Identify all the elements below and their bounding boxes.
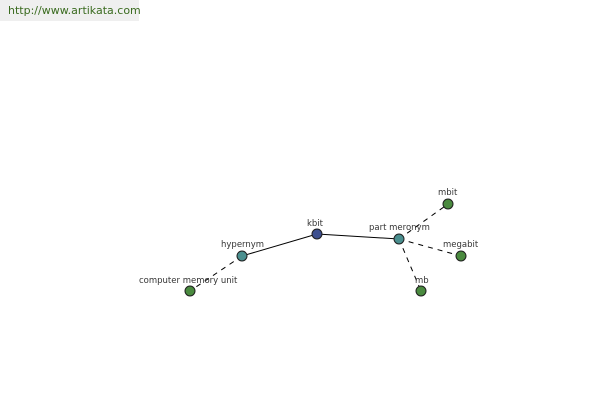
node-megabit[interactable] xyxy=(455,250,467,262)
edge-kbit-hypernym xyxy=(241,233,318,257)
node-mbit[interactable] xyxy=(442,198,454,210)
node-label-mb: mb xyxy=(415,276,429,286)
node-label-part-meronym: part meronym xyxy=(369,223,430,233)
node-kbit[interactable] xyxy=(311,228,323,240)
node-part-meronym[interactable] xyxy=(393,233,405,245)
node-label-hypernym: hypernym xyxy=(221,240,264,250)
node-label-kbit: kbit xyxy=(307,219,324,229)
edge-part-meronym-mbit xyxy=(398,203,449,240)
node-label-megabit: megabit xyxy=(443,240,479,250)
edge-hypernym-computer-memory-unit xyxy=(189,255,243,292)
node-label-computer-memory-unit: computer memory unit xyxy=(139,276,238,286)
graph-nodes xyxy=(184,198,467,297)
graph-edges xyxy=(189,203,462,292)
graph-labels: kbit hypernym part meronym computer memo… xyxy=(139,188,479,286)
node-hypernym[interactable] xyxy=(236,250,248,262)
edge-kbit-part-meronym xyxy=(316,233,400,240)
node-mb[interactable] xyxy=(415,285,427,297)
node-computer-memory-unit[interactable] xyxy=(184,285,196,297)
site-banner: http://www.artikata.com xyxy=(0,0,141,21)
edge-part-meronym-megabit xyxy=(398,238,462,257)
node-label-mbit: mbit xyxy=(438,188,458,198)
site-url-link[interactable]: http://www.artikata.com xyxy=(8,4,141,17)
